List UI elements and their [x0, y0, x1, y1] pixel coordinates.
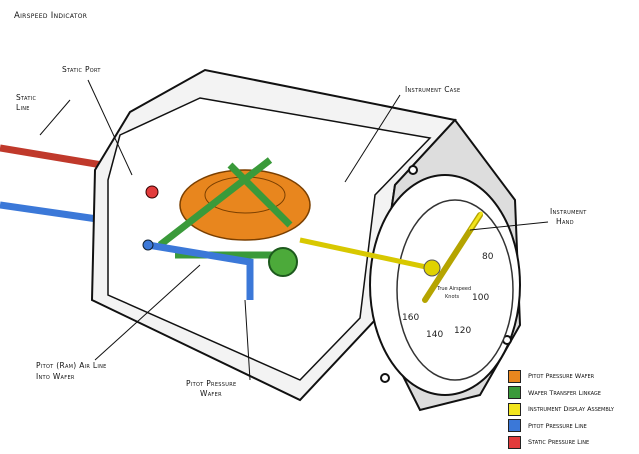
- display-shaft: [299, 237, 441, 273]
- legend-item: Wafer Transfer Linkage: [508, 385, 614, 402]
- pitot-pressure-wafer: [179, 169, 311, 241]
- legend: Pitot Pressure Wafer Wafer Transfer Link…: [508, 368, 614, 451]
- label-instrument-case: Instrument Case: [405, 85, 460, 94]
- legend-label: Pitot Pressure Line: [528, 421, 587, 430]
- airspeed-gauge: 80 100 120 140 160 True Airspeed Knots: [396, 199, 514, 381]
- legend-swatch: [508, 369, 521, 383]
- legend-label: Instrument Display Assembly: [528, 405, 614, 414]
- label-instrument-hand-1: Instrument: [550, 207, 587, 216]
- legend-swatch: [508, 402, 521, 416]
- gauge-caption-airspeed: True Airspeed: [436, 286, 471, 292]
- static-port: [145, 185, 159, 199]
- gauge-tick-100: 100: [472, 293, 489, 303]
- diagram-title: Airspeed Indicator: [14, 11, 87, 21]
- legend-label: Wafer Transfer Linkage: [528, 388, 601, 397]
- gauge-tick-140: 140: [426, 330, 443, 340]
- legend-item: Instrument Display Assembly: [508, 401, 614, 418]
- legend-item: Pitot Pressure Wafer: [508, 368, 614, 385]
- gauge-tick-120: 120: [454, 326, 471, 336]
- gauge-caption-knots: Knots: [445, 294, 459, 300]
- label-pitot-wafer-2: Wafer: [200, 389, 222, 398]
- leader-lines: [39, 79, 549, 381]
- legend-label: Pitot Pressure Wafer: [528, 372, 595, 381]
- legend-swatch: [508, 386, 521, 400]
- gauge-tick-160: 160: [402, 313, 419, 323]
- legend-item: Pitot Pressure Line: [508, 418, 614, 435]
- internal-pitot-tube: [147, 241, 254, 300]
- label-instrument-hand-2: Hand: [556, 217, 574, 226]
- legend-swatch: [508, 419, 521, 433]
- label-static-port: Static Port: [62, 65, 101, 74]
- legend-label: Static Pressure Line: [528, 438, 590, 447]
- label-pitot-air-line-1: Pitot (Ram) Air Line: [36, 361, 107, 370]
- label-pitot-air-line-2: Into Wafer: [36, 372, 75, 381]
- legend-item: Static Pressure Line: [508, 434, 614, 451]
- transfer-gear: [268, 247, 298, 277]
- label-static-line-1: Static: [16, 93, 36, 102]
- legend-swatch: [508, 435, 521, 449]
- hub-gear: [423, 259, 441, 277]
- label-static-line-2: Line: [16, 103, 30, 112]
- label-pitot-wafer-1: Pitot Pressure: [186, 379, 236, 388]
- gauge-tick-80: 80: [482, 252, 494, 262]
